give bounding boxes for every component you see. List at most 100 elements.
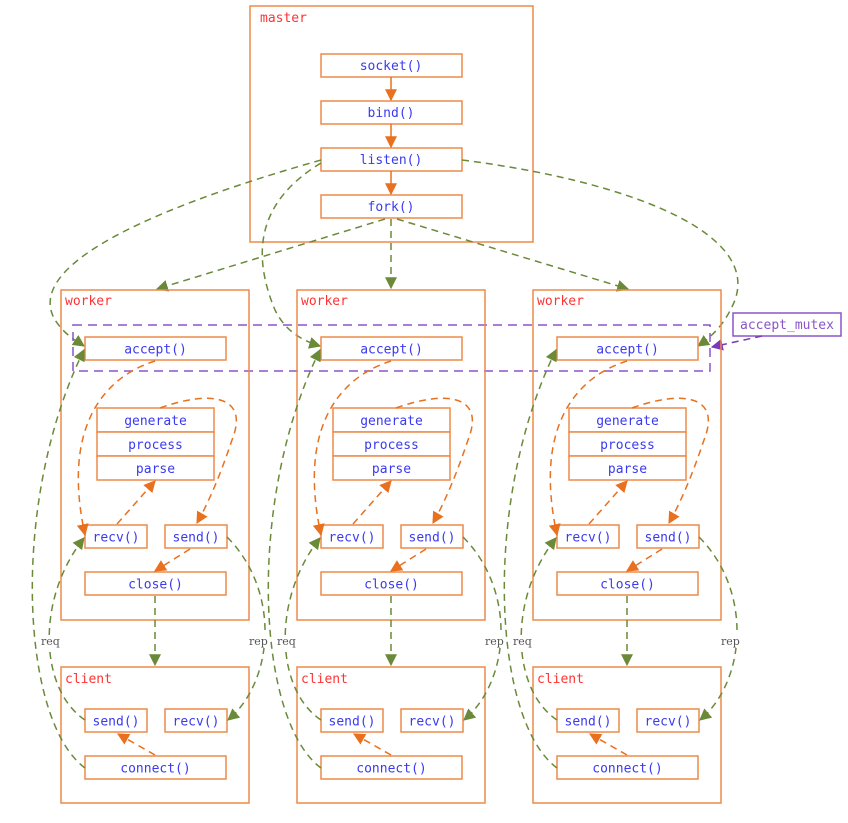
req-arrow xyxy=(284,537,322,721)
accept-mutex-label: accept_mutex xyxy=(740,318,834,333)
fork-node: fork() xyxy=(320,194,463,219)
rep-arrow xyxy=(462,536,502,721)
worker-recv-node-label: recv() xyxy=(565,531,612,546)
generate-to-send-arrow xyxy=(395,397,474,525)
stack-generate-label: generate xyxy=(124,414,187,429)
stack-process: process xyxy=(568,431,687,457)
recv-to-parse-arrow xyxy=(116,480,156,525)
accept-to-recv-arrow xyxy=(312,360,392,537)
stack-parse-label: parse xyxy=(608,462,647,477)
client-recv-node-label: recv() xyxy=(409,715,456,730)
worker-send-node: send() xyxy=(400,524,464,549)
worker-recv-node-label: recv() xyxy=(93,531,140,546)
fork-to-worker1-arrow xyxy=(155,218,386,292)
worker-send-node-label: send() xyxy=(173,531,220,546)
master-process: master socket() bind() listen() fork() xyxy=(249,5,534,243)
close-node: close() xyxy=(320,571,463,596)
fork-arrows xyxy=(155,218,630,292)
client-recv-node-label: recv() xyxy=(173,715,220,730)
worker-send-node: send() xyxy=(636,524,700,549)
client-send-node-label: send() xyxy=(329,715,376,730)
close-node-label: close() xyxy=(128,578,183,593)
worker-title: worker xyxy=(301,294,348,309)
worker-title: worker xyxy=(65,294,112,309)
client-box xyxy=(296,666,486,804)
client-send-node-label: send() xyxy=(565,715,612,730)
connect-to-send-arrow xyxy=(116,733,156,756)
worker-send-node-label: send() xyxy=(409,531,456,546)
generate-to-send-arrow xyxy=(159,397,238,525)
accept-node-label: accept() xyxy=(360,343,423,358)
stack-parse-label: parse xyxy=(372,462,411,477)
connect-node: connect() xyxy=(320,755,463,780)
connect-to-accept-arrow xyxy=(267,348,322,769)
client-title: client xyxy=(537,672,584,687)
send-to-close-arrow xyxy=(153,548,191,572)
client-send-node: send() xyxy=(320,708,384,733)
send-to-close-arrow xyxy=(389,548,427,572)
stack-parse: parse xyxy=(96,455,215,481)
fork-label: fork() xyxy=(368,200,415,215)
connect-node-label: connect() xyxy=(356,762,426,777)
stack-parse-label: parse xyxy=(136,462,175,477)
accept-node-label: accept() xyxy=(596,343,659,358)
connect-to-send-arrow xyxy=(352,733,392,756)
recv-to-parse-arrow xyxy=(352,480,392,525)
client-recv-node-label: recv() xyxy=(645,715,692,730)
master-box xyxy=(249,5,534,243)
stack-process-label: process xyxy=(128,438,183,453)
rep-label: rep xyxy=(721,635,740,648)
listen-label: listen() xyxy=(360,153,423,168)
listen-inherit-arrows xyxy=(49,159,739,349)
req-arrow xyxy=(520,537,558,721)
req-label: req xyxy=(513,635,532,648)
generate-to-send-arrow xyxy=(631,397,710,525)
accept-node-label: accept() xyxy=(124,343,187,358)
client-recv-node: recv() xyxy=(400,708,464,733)
accept-node: accept() xyxy=(84,336,227,361)
listen-to-accept1-arrow xyxy=(49,159,322,347)
accept-to-recv-arrow xyxy=(76,360,156,537)
worker-recv-node: recv() xyxy=(556,524,620,549)
connect-node: connect() xyxy=(84,755,227,780)
accept-node: accept() xyxy=(320,336,463,361)
worker-2: worker accept() generate process parse recv()… xyxy=(296,289,486,667)
socket-label: socket() xyxy=(360,59,423,74)
rep-label: rep xyxy=(485,635,504,648)
listen-node: listen() xyxy=(320,147,463,172)
client-title: client xyxy=(301,672,348,687)
worker-1: worker accept() generate process parse recv()… xyxy=(60,289,250,667)
client-3: client send() recv() connect() req rep xyxy=(503,348,742,804)
recv-to-parse-arrow xyxy=(588,480,628,525)
close-node: close() xyxy=(84,571,227,596)
stack-process-label: process xyxy=(600,438,655,453)
worker-recv-node: recv() xyxy=(320,524,384,549)
client-send-node-label: send() xyxy=(93,715,140,730)
connect-node-label: connect() xyxy=(120,762,190,777)
connect-node: connect() xyxy=(556,755,699,780)
rep-arrow xyxy=(698,536,738,721)
fork-to-worker3-arrow xyxy=(396,218,630,292)
close-node-label: close() xyxy=(364,578,419,593)
accept-node: accept() xyxy=(556,336,699,361)
stack-generate-label: generate xyxy=(360,414,423,429)
stack-generate: generate xyxy=(96,407,215,433)
worker-recv-node: recv() xyxy=(84,524,148,549)
rep-label: rep xyxy=(249,635,268,648)
client-box xyxy=(532,666,722,804)
req-label: req xyxy=(41,635,60,648)
listen-to-accept3-arrow xyxy=(461,159,739,347)
worker-client-units: worker accept() generate process parse recv()… xyxy=(31,289,742,804)
stack-process-label: process xyxy=(364,438,419,453)
req-arrow xyxy=(48,537,86,721)
stack-parse: parse xyxy=(568,455,687,481)
handler-stack: generate process parse xyxy=(96,407,215,481)
listen-to-accept2-arrow xyxy=(261,162,322,349)
worker-title: worker xyxy=(537,294,584,309)
stack-process: process xyxy=(332,431,451,457)
worker-send-node-label: send() xyxy=(645,531,692,546)
close-node-label: close() xyxy=(600,578,655,593)
handler-stack: generate process parse xyxy=(332,407,451,481)
